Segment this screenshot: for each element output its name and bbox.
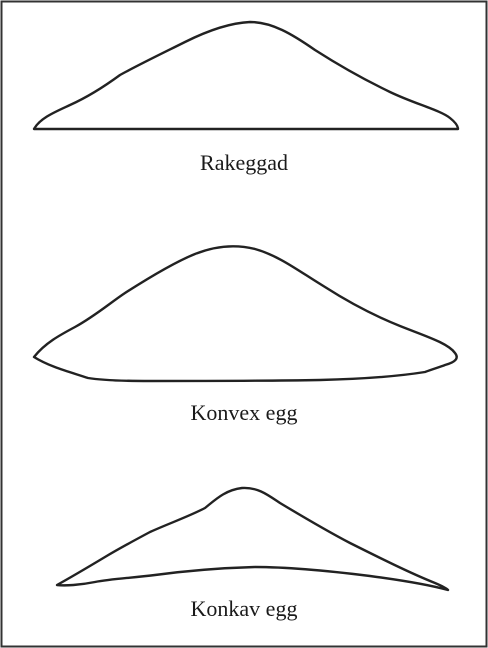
shape-convex-edge (34, 246, 457, 381)
shape-flat-edge (34, 22, 458, 129)
caption-concave-edge: Konkav egg (0, 598, 488, 620)
shape-concave-edge (57, 488, 448, 590)
caption-convex-edge: Konvex egg (0, 402, 488, 424)
caption-flat-edge: Rakeggad (0, 152, 488, 174)
